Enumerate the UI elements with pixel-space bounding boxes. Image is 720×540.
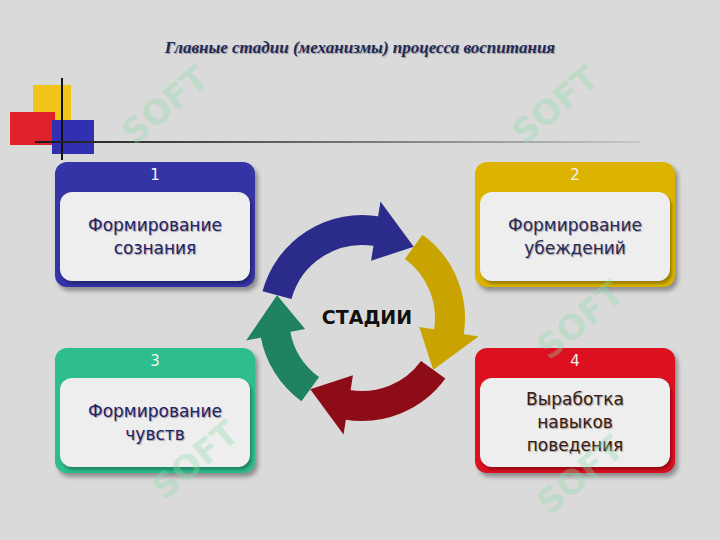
- green-arrow-head: [246, 295, 305, 340]
- center-label: СТАДИИ: [312, 306, 422, 328]
- stage-number: 4: [475, 352, 675, 370]
- red-arrow-body: [347, 370, 433, 406]
- stage-panel: Формирование сознания: [60, 192, 250, 281]
- stage-number: 3: [55, 352, 255, 370]
- stage-box: 1Формирование сознания: [55, 162, 255, 287]
- yellow-arrow-head: [419, 327, 478, 370]
- blue-square: [52, 120, 94, 154]
- stage-text: Формирование убеждений: [480, 214, 670, 260]
- blue-arrow-head: [371, 201, 414, 260]
- red-arrow-head: [310, 375, 353, 434]
- stage-number: 2: [475, 166, 675, 184]
- stage-text: Формирование сознания: [60, 214, 250, 260]
- stage-box: 2Формирование убеждений: [475, 162, 675, 287]
- blue-arrow-body: [277, 230, 377, 295]
- vertical-rule: [61, 78, 63, 160]
- stage-number: 1: [55, 166, 255, 184]
- diagram-title: Главные стадии (механизмы) процесса восп…: [0, 38, 720, 58]
- stage-panel: Формирование убеждений: [480, 192, 670, 281]
- yellow-arrow-body: [414, 247, 450, 333]
- stage-text: Выработка навыков поведения: [480, 388, 670, 457]
- green-arrow-body: [275, 333, 310, 389]
- cycle-arrows: [246, 201, 478, 434]
- red-square: [10, 112, 55, 145]
